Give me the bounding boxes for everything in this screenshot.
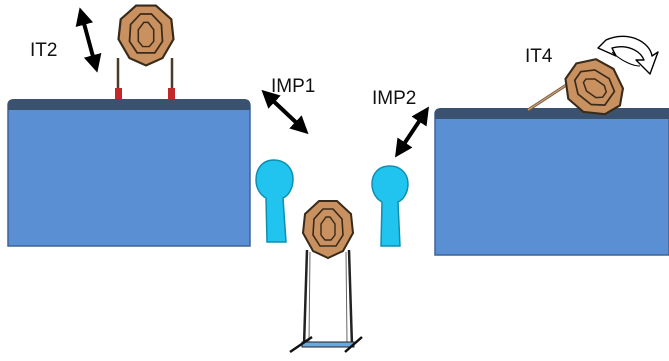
it4-label: IT4 xyxy=(525,46,553,67)
it4-target xyxy=(527,48,637,129)
double-arrow-icon xyxy=(75,7,102,73)
right-barricade xyxy=(434,108,669,256)
it2-label: IT2 xyxy=(30,40,57,61)
it2-target xyxy=(115,4,175,99)
rotate-arrow-icon xyxy=(597,35,659,75)
center-target xyxy=(289,200,363,354)
steel-target-icon xyxy=(117,4,175,67)
left-barricade xyxy=(7,99,251,247)
double-arrow-icon xyxy=(261,89,309,135)
imp1-label: IMP1 xyxy=(271,76,315,97)
popper-icon xyxy=(371,165,409,247)
popper-icon xyxy=(255,159,294,243)
imp2-label: IMP2 xyxy=(372,88,416,109)
double-arrow-icon xyxy=(395,106,429,158)
steel-target-icon xyxy=(302,200,354,259)
